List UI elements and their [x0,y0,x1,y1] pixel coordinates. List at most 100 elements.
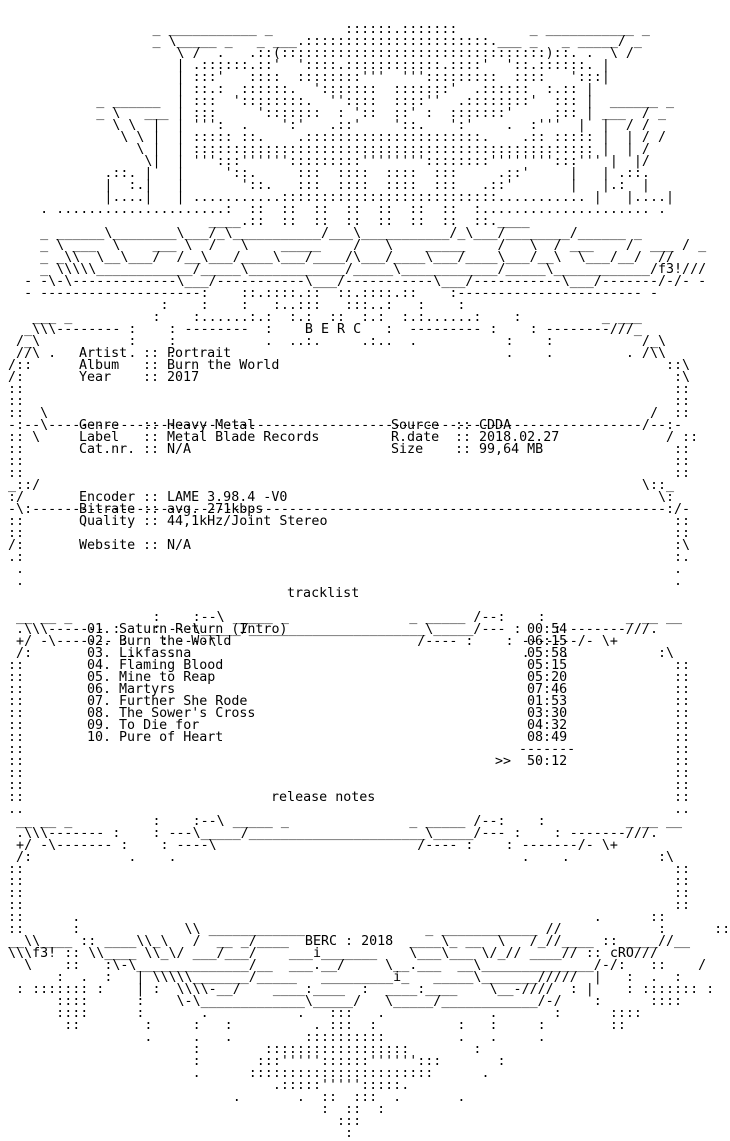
ascii-art-line: :: :: [0,514,691,529]
catnr-sep: :: [143,442,160,457]
ascii-art-line: :::: : . . ::: . . : :::: [0,1006,642,1021]
track-time: 05:20 [527,670,568,685]
ascii-art-line: :: :: [0,898,691,913]
track-row: 04. [87,658,112,673]
ascii-art-line: :/ \: [0,490,675,505]
ascii-art-line: :::: : \-\_____________\_____/ \_____/__… [0,994,683,1009]
ascii-art-line: . . . :::::::::: . . . [0,1030,546,1045]
ascii-art-line: : [0,1126,354,1141]
ascii-art-line: |....| | ...........::::::::::::::::::::… [0,190,675,205]
ascii-art-line: _\\\-------- : : -------- : B E R C : --… [0,322,642,337]
encoder-value: LAME 3.98.4 -V0 [167,490,288,505]
ascii-art-line: /: :\ [0,538,691,553]
genre-label: Genre [79,418,120,433]
total-time: 50:12 [527,754,568,769]
size-sep: :: [455,442,472,457]
encoder-sep: :: [143,490,160,505]
track-time: 03:30 [527,706,568,721]
ascii-art-line: _ ___________ _ ::::::.::::::: _ _______… [0,22,650,37]
year-row: Year [79,371,111,384]
ascii-art-line: :: :: [0,790,691,805]
release-notes-title: release notes [271,790,376,805]
ascii-art-line: : :::'''''::::::''''''::: : [0,1054,506,1069]
ascii-art-line: ____.:: :: :: :: :: :: :: ::.____ [0,214,530,229]
genre-value: Heavy Metal [167,418,256,433]
ascii-art-line: /: :\ [0,370,691,385]
ascii-art-line: _ \\\\\____________/_____\____________/_… [0,262,707,277]
track-number: 05. [87,670,112,685]
ascii-art-line: :: :: [0,778,691,793]
ascii-art-line: :: :: [0,694,691,709]
track-row: 02. [87,635,111,648]
source-sep: :: [455,418,472,433]
artist-label: Artist [79,346,128,361]
ascii-art-line: : :::::::::::::::::: : [0,1042,482,1057]
ascii-art-line: | :.| | '::. ::: :::: :::: ::: .::' | |.… [0,178,650,193]
track-title: Pure of Heart [119,730,224,745]
ascii-art-line: \ :: :\-\______________/__ ___.__/ \__._… [0,958,707,973]
ascii-art-line: ___ _ : :......:.: :.: :: :.: :.:......:… [0,310,642,325]
ascii-art-line: :: :: [0,886,691,901]
track-time: 07:46 [527,682,568,697]
album-row: Album [79,359,119,372]
ascii-art-line: _::/ \::_ [0,478,675,493]
track-number: 08. [87,706,112,721]
ascii-art-line: .\\\------- : : ---\_____/______________… [0,826,658,841]
label-value: Metal Blade Records [167,430,320,445]
ascii-art-line: :: \ / :: [0,430,699,445]
track-number: 01. [87,622,112,637]
ascii-art-line: :: :: [0,874,691,889]
encoder-label: Encoder [79,490,136,505]
track-title: Likfassna [119,646,192,661]
ascii-art-line: /: . . . . :\ [0,646,675,661]
rdate-sep: :: [455,430,472,445]
ascii-art-line: - -\-\-------------\___/-----------\___/… [0,274,707,289]
ascii-art-line: +/ -\------- : : ----\ /---- : : -------… [0,838,618,853]
ascii-art-line: \ / . .::(::::::::::::::::::::::::::::::… [0,46,634,61]
track-title: Flaming Blood [119,658,224,673]
track-number: 10. [87,730,112,745]
ascii-art-line: :: :: [0,394,691,409]
ascii-art-line: .: :. [0,550,691,565]
ascii-art-line: . .....................: :: :: :: :: :: … [0,202,667,217]
bitrate-sep: :: [143,502,160,517]
catnr-value: N/A [167,442,192,457]
ascii-art-line: :: :: [0,658,691,673]
tracklist-title: tracklist [287,586,360,601]
total-marker: >> [495,754,512,769]
rdate-label: R.date [391,430,440,445]
ascii-art-line: :: :: [0,718,691,733]
bitrate-label: Bitrate [79,502,136,517]
ascii-art-line: | .::::::.::' '::::.::::::::::::.::::' '… [0,58,610,73]
ascii-art-line: . . [0,562,683,577]
ascii-art-line: __ __ _ : :--\ _____ _ _ _____ /--: : _ … [0,610,683,625]
website-value: N/A [167,538,192,553]
ascii-art-line: :: :: [0,382,691,397]
website-sep: :: [143,538,160,553]
ascii-art-line: _ \ ___ | ::: '::::::: : ':: ::' : :::::… [0,106,667,121]
track-time: 01:53 [527,694,568,709]
track-title: The Sower's Cross [119,706,256,721]
track-title: To Die for [119,718,200,733]
quality-label: Quality [79,514,136,529]
ascii-art-line: ::: [0,1114,362,1129]
total-rule: ------- [519,742,576,757]
artist-sep: :: [143,346,160,361]
ascii-art-line: _ \ ___ \ ___ \ / \ _____ / \ _____ / \ … [0,238,707,253]
year-sep: :: [143,370,160,385]
ascii-art-line: \ \ | | ''': . ':' .::' '::. ':' . :''' … [0,118,650,133]
ascii-art-line: :: :: [0,466,691,481]
ascii-art-line: . . [0,574,683,589]
ascii-art-line: . ::::::::::::::::::::::: . [0,1066,490,1081]
label-sep: :: [143,430,160,445]
artist-value: Portrait [167,346,232,361]
ascii-art-line: :: :: [0,730,691,745]
ascii-art-line: : . : | \\\\\_______/_____ _________i_ _… [0,970,683,985]
track-row: 10. [87,730,112,745]
ascii-art-line: -:--\-----------------------------------… [0,418,683,433]
track-number: 04. [87,658,112,673]
ascii-art-line: \ | | ::::::::::::::::::::::::::::::::::… [0,142,650,157]
ascii-art-line: : ::::::: : | : \\\\-__/ ____:____ : ___… [0,982,715,997]
catnr-label: Cat.nr. [79,442,136,457]
ascii-art-line: | :::' :::: ::::::::''' '''::::::::: :::… [0,70,610,85]
